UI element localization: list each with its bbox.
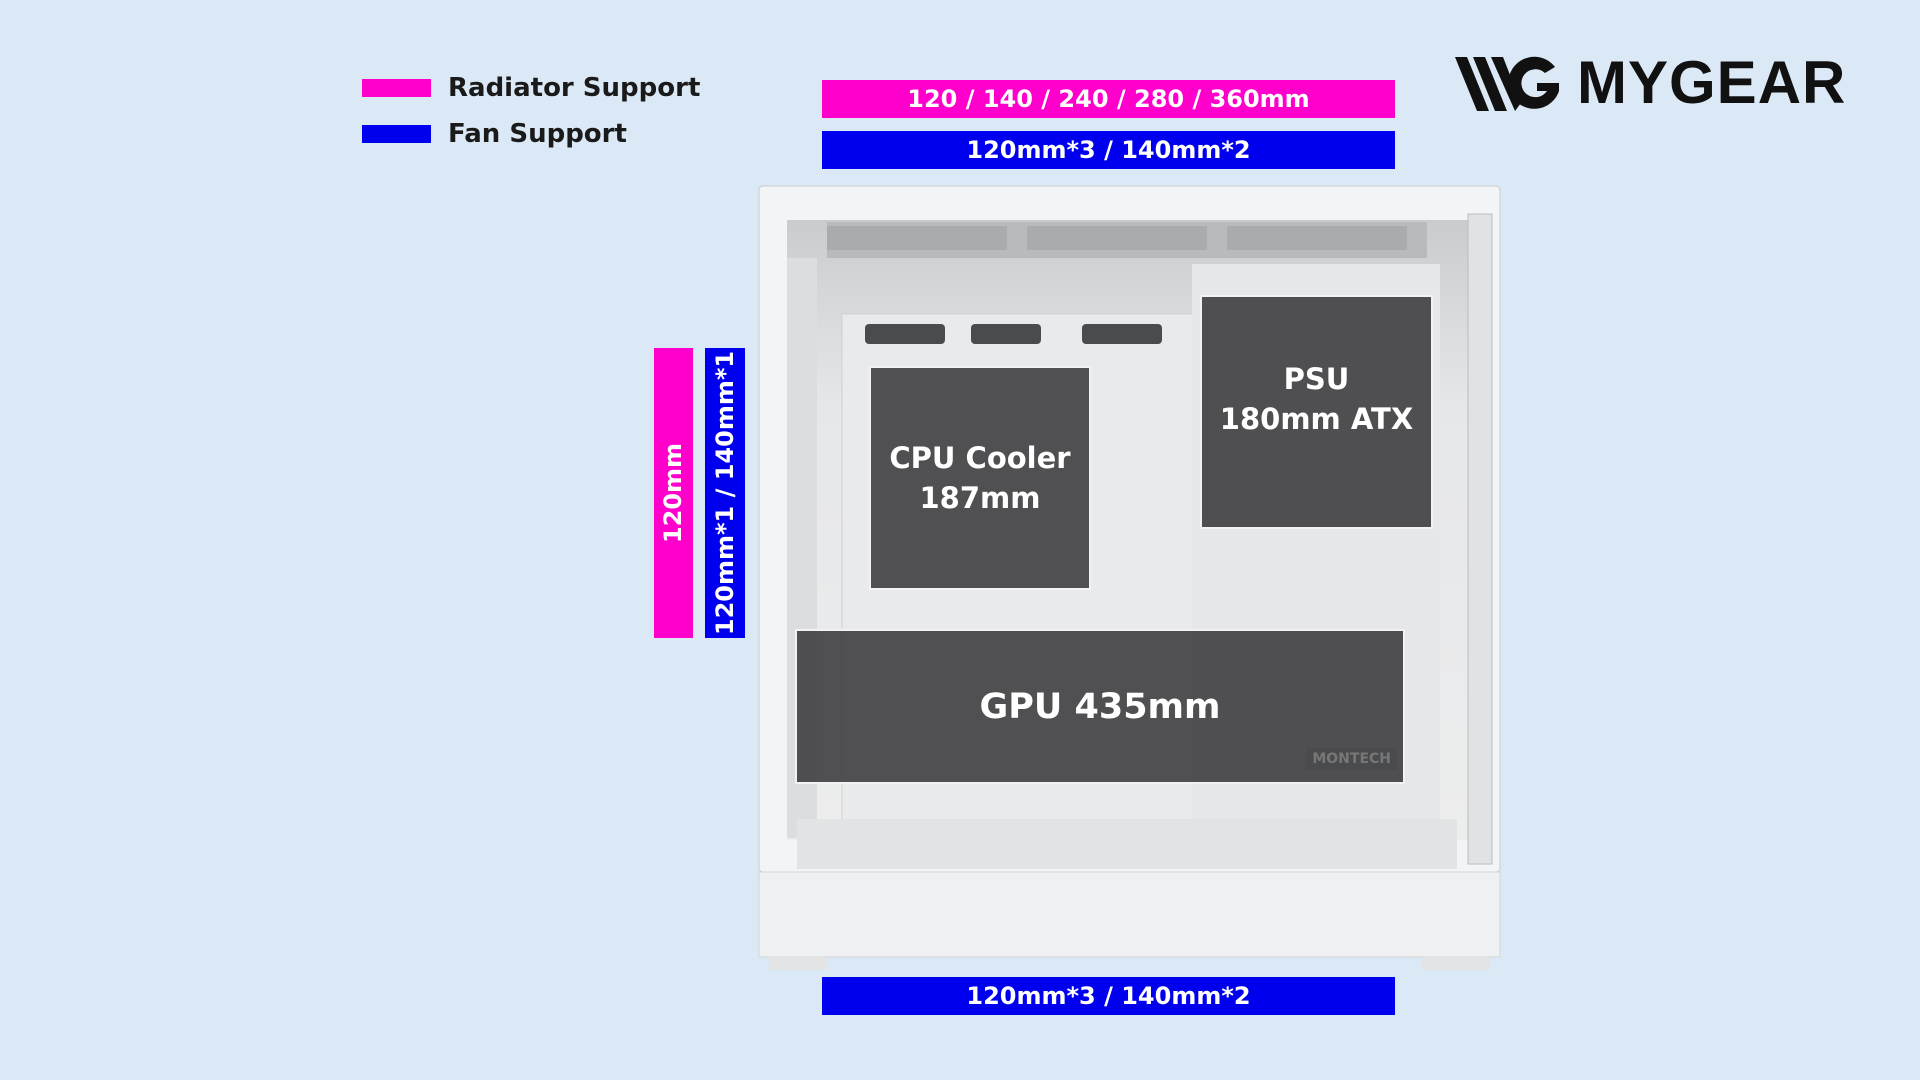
gpu-label: GPU 435mm xyxy=(979,686,1221,727)
fan-legend-swatch xyxy=(362,125,431,143)
psu-label: PSU xyxy=(1283,362,1350,396)
rear-fan-bar: 120mm*1 / 140mm*1 xyxy=(705,348,745,638)
mygear-logo-icon xyxy=(1455,56,1559,111)
radiator-legend-swatch xyxy=(362,79,431,97)
psu-value: 180mm ATX xyxy=(1219,402,1414,436)
top-fan-bar: 120mm*3 / 140mm*2 xyxy=(822,131,1395,169)
pc-case-image: CPU Cooler 187mm PSU 180mm ATX GPU 435mm… xyxy=(757,184,1502,971)
psu-clearance: PSU 180mm ATX xyxy=(1200,295,1433,529)
bottom-fan-bar: 120mm*3 / 140mm*2 xyxy=(822,977,1395,1015)
rear-radiator-label: 120mm xyxy=(659,442,688,544)
fan-legend-label: Fan Support xyxy=(448,119,627,149)
cpu-cooler-value: 187mm xyxy=(919,481,1041,515)
rear-radiator-bar: 120mm xyxy=(654,348,693,638)
case-brand-badge: MONTECH xyxy=(1306,748,1397,770)
cpu-cooler-label: CPU Cooler xyxy=(889,441,1071,475)
brand-logo: MYGEAR xyxy=(1455,48,1846,117)
top-radiator-bar: 120 / 140 / 240 / 280 / 360mm xyxy=(822,80,1395,118)
brand-name: MYGEAR xyxy=(1577,49,1847,116)
radiator-legend-label: Radiator Support xyxy=(448,73,701,103)
gpu-clearance: GPU 435mm MONTECH xyxy=(795,629,1405,784)
rear-fan-label: 120mm*1 / 140mm*1 xyxy=(711,350,740,636)
cpu-cooler-clearance: CPU Cooler 187mm xyxy=(869,366,1091,590)
